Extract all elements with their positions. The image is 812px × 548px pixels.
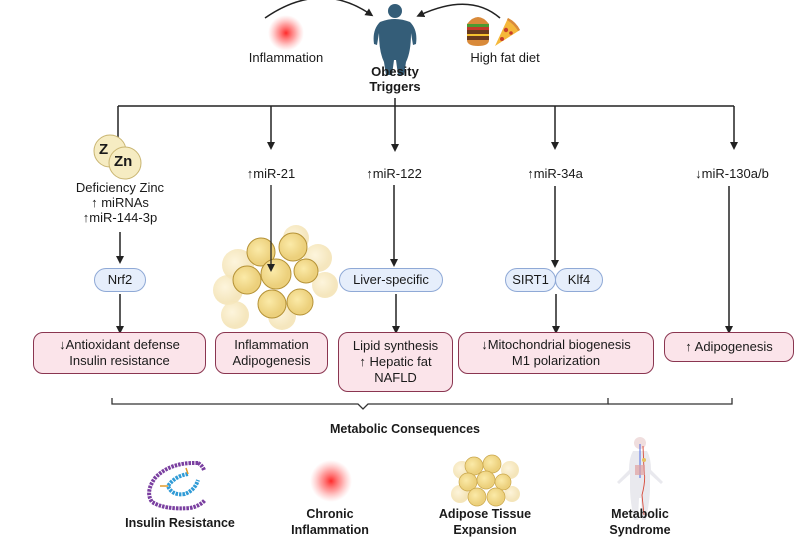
outcome-line: NAFLD (374, 370, 417, 385)
obesity-triggers-title: Obesity Triggers (355, 64, 435, 94)
outcome-adipogenesis: ↑ Adipogenesis (664, 332, 794, 362)
zinc-icon (93, 134, 142, 180)
adipose-cells-icon (451, 454, 520, 507)
arrow-inflammation-to-obesity (264, 0, 374, 19)
mir21-label: ↑miR-21 (246, 166, 296, 181)
outcome-lipid-synthesis: Lipid synthesis ↑ Hepatic fat NAFLD (338, 332, 453, 392)
consequences-bracket-right (608, 398, 733, 405)
consequence-insulin-resistance: Insulin Resistance (110, 515, 250, 531)
consequences-bracket (111, 398, 609, 410)
outcome-line: Adipogenesis (232, 353, 311, 368)
consequence-label: Metabolic (611, 507, 669, 521)
mediator-nrf2: Nrf2 (94, 268, 146, 292)
inflammation-label: Inflammation (248, 50, 324, 65)
inflammation-glow-bottom-icon (310, 460, 352, 502)
zinc-line-1: Deficiency Zinc (75, 180, 165, 195)
consequence-label: Expansion (453, 523, 517, 537)
pizza-icon (495, 18, 520, 46)
outcome-inflammation-adipogenesis: Inflammation Adipogenesis (215, 332, 328, 374)
zinc-symbol-back: Z (99, 141, 109, 158)
adipocyte-cluster-icon (213, 185, 338, 330)
zinc-line-2: ↑ miRNAs (91, 195, 149, 210)
mir34a-label: ↑miR-34a (527, 166, 583, 181)
consequence-metabolic-syndrome: Metabolic Syndrome (590, 506, 690, 538)
consequence-label: Insulin Resistance (125, 516, 235, 530)
consequence-label: Chronic (306, 507, 354, 521)
burger-icon (467, 17, 489, 46)
inflammation-glow-icon (268, 15, 304, 51)
outcome-line: M1 polarization (511, 353, 601, 368)
obese-person-icon (373, 4, 417, 75)
consequence-label: Inflammation (291, 523, 369, 537)
consequence-chronic-inflammation: Chronic Inflammation (275, 506, 385, 538)
outcome-mitochondrial: ↓Mitochondrial biogenesis M1 polarizatio… (458, 332, 654, 374)
zinc-line-3: ↑miR-144-3p (82, 210, 158, 225)
mediator-sirt1: SIRT1 (505, 268, 556, 292)
zinc-symbol-front: Zn (114, 153, 133, 170)
mediator-klf4: Klf4 (555, 268, 603, 292)
consequence-label: Adipose Tissue (438, 507, 532, 521)
high-fat-diet-label: High fat diet (470, 50, 540, 65)
outcome-antioxidant: ↓Antioxidant defense Insulin resistance (33, 332, 206, 374)
insulin-protein-icon (147, 460, 207, 511)
zinc-branch-text: Deficiency Zinc ↑ miRNAs ↑miR-144-3p (60, 180, 180, 225)
consequences-title: Metabolic Consequences (329, 422, 481, 436)
consequence-label: Syndrome (609, 523, 671, 537)
arrow-diet-to-obesity (416, 3, 501, 19)
human-body-icon (617, 437, 663, 520)
title-line-1: Obesity (371, 64, 419, 79)
outcome-line: ↓Antioxidant defense (59, 337, 180, 352)
mir122-label: ↑miR-122 (366, 166, 422, 181)
outcome-line: Inflammation (234, 337, 309, 352)
consequence-adipose-expansion: Adipose Tissue Expansion (425, 506, 545, 538)
outcome-line: ↑ Hepatic fat (359, 354, 432, 369)
mir130-label: ↓miR-130a/b (695, 166, 769, 181)
outcome-line: ↓Mitochondrial biogenesis (481, 337, 631, 352)
outcome-line: Insulin resistance (69, 353, 170, 368)
outcome-line: ↑ Adipogenesis (685, 339, 773, 354)
title-line-2: Triggers (369, 79, 421, 94)
mediator-liver-specific: Liver-specific (339, 268, 443, 292)
outcome-line: Lipid synthesis (352, 338, 439, 353)
